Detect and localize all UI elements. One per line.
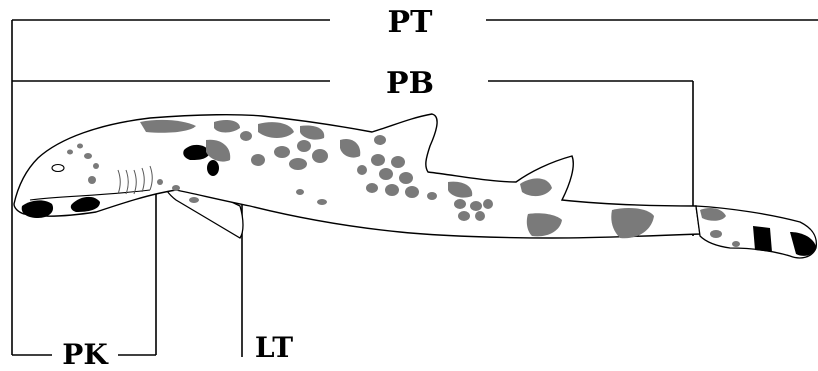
shark-body	[14, 114, 700, 238]
label-pb: PB	[386, 66, 434, 101]
label-pt: PT	[388, 5, 434, 40]
shark-illustration	[14, 114, 816, 258]
label-lt: LT	[255, 331, 293, 364]
eye	[52, 165, 64, 172]
label-pk: PK	[62, 338, 109, 366]
